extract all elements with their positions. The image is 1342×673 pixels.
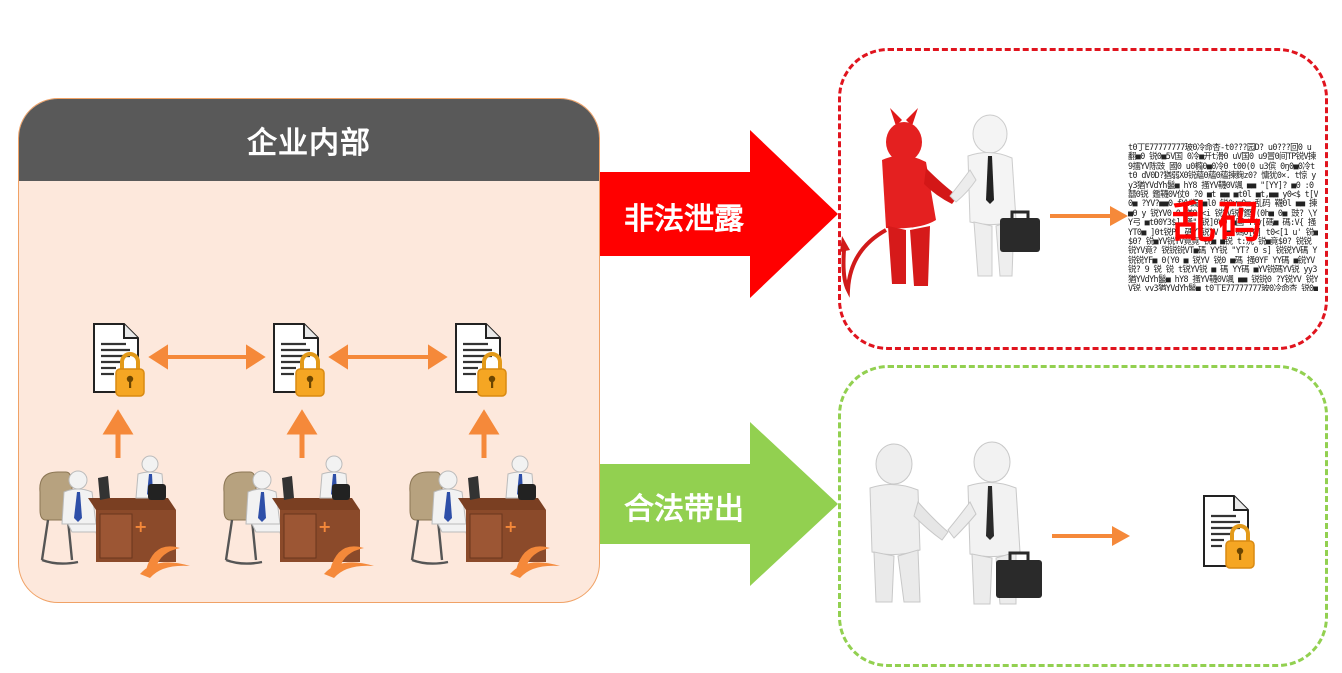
briefcase-icon	[996, 560, 1042, 598]
locked-document-1	[92, 322, 146, 398]
leak-handshake	[840, 108, 1040, 298]
doc-sync-arrows	[148, 344, 448, 370]
devil-icon	[882, 108, 958, 286]
briefcase-icon	[1000, 218, 1040, 252]
locked-document-2	[272, 322, 326, 398]
leak-label: 非法泄露	[624, 202, 744, 237]
leak-arrow	[600, 130, 838, 298]
office-scene-3	[408, 454, 562, 580]
legal-box	[838, 365, 1328, 667]
businessman-left-icon	[869, 443, 949, 603]
businessman-icon	[949, 114, 1040, 277]
legal-locked-document-icon	[1203, 495, 1255, 569]
locked-document-3	[454, 322, 508, 398]
legal-label: 合法带出	[624, 492, 744, 527]
office-scene-2	[222, 454, 376, 580]
garbled-text-noise: t0丁E77777777玻0冷命杏-t0???园D? u0???回0 u 翻■0…	[1128, 143, 1318, 291]
garbled-label: 乱码	[1172, 197, 1264, 248]
enterprise-title: 企业内部	[19, 99, 599, 181]
businessman-right-icon	[947, 441, 1042, 605]
enterprise-diagram: +	[38, 322, 562, 580]
legal-handshake	[869, 441, 1042, 605]
legal-arrow	[600, 422, 838, 586]
legal-result-arrow	[1052, 526, 1130, 546]
office-scene-1	[38, 454, 192, 580]
leak-box	[838, 48, 1328, 350]
devil-tail-tip-icon	[840, 236, 850, 252]
upload-arrows	[102, 409, 500, 458]
leak-result-arrow	[1050, 206, 1128, 226]
